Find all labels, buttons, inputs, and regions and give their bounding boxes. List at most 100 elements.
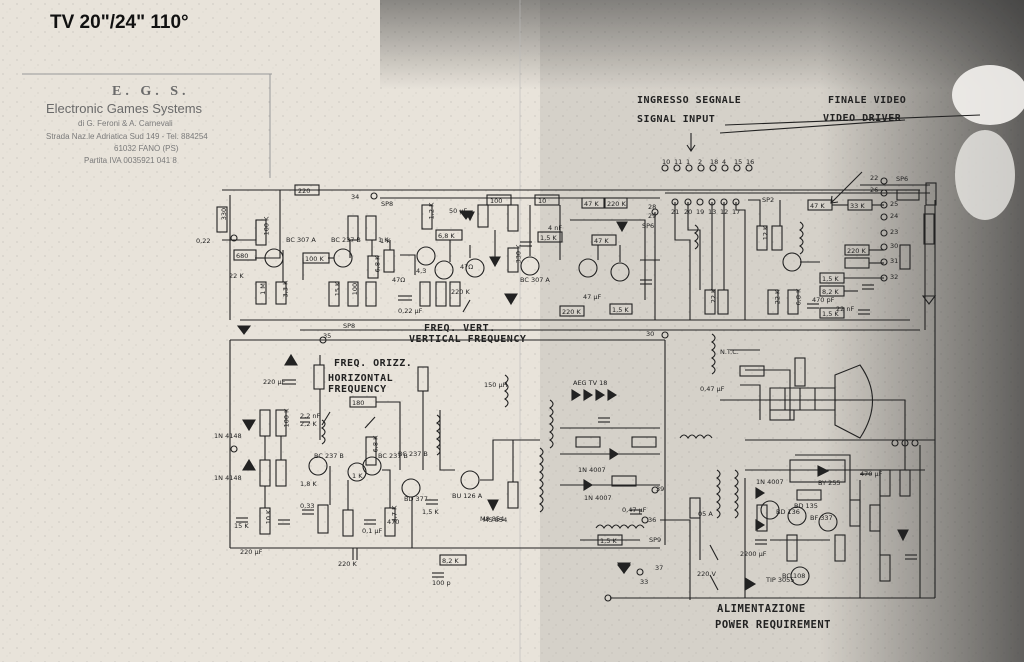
terminal-number: 30 [890,242,899,250]
capacitor-value: 100 p [432,579,451,587]
resistor-value: 47 K [584,200,599,208]
section-label: SP9 [649,536,662,544]
terminal-number: 18 [710,158,719,166]
resistor-value: 220 [298,187,311,195]
terminal-number: 34 [351,193,360,201]
part-label: 0,47 µF [700,385,725,393]
terminal-number: 19 [696,208,705,216]
terminal-number: 20 [684,208,693,216]
terminal-number: 29 [648,212,657,220]
horizontal-freq-en-1: HORIZONTAL [328,373,394,384]
wiring [222,190,925,598]
section-label: SP2 [762,196,775,204]
paper-highlight-2 [955,130,1015,220]
terminal-number: 22 [870,174,879,182]
capacitor-value: 1 K [380,237,391,245]
resistor-value: 47Ω [392,276,406,284]
company-full-name: Electronic Games Systems [46,101,203,116]
company-city: 61032 FANO (PS) [114,144,179,153]
horizontal-freq-en-2: FREQUENCY [328,384,387,395]
resistor-value: 1 M [258,283,267,295]
capacitor-value: 4 nF [548,224,563,232]
terminal-number: 2 [698,158,703,166]
company-address: Strada Naz.le Adriatica Sud 149 - Tel. 8… [46,132,208,141]
section-label: SP8 [381,200,394,208]
terminal-number: 36 [648,516,657,524]
resistor-value: 10 [538,197,547,205]
terminal-number: 11 [674,158,683,166]
annotation-arrows [321,114,981,429]
terminal-number: 39 [656,485,665,493]
horizontal-freq-it: FREQ. ORIZZ. [334,358,413,369]
capacitor-value: 0,33 [300,502,315,510]
circuit-drawing [216,114,981,602]
terminal-number: 24 [890,212,899,220]
part-label: AEG TV 18 [573,379,608,387]
video-driver-en: VIDEO DRIVER [823,113,902,124]
capacitor-value: 2,2 nF [300,412,321,420]
resistor-value: 1,5 K [822,310,839,318]
resistors-bottom [259,357,911,582]
part-label: N.T.C. [720,348,739,356]
video-driver-it: FINALE VIDEO [828,95,907,106]
paper-highlight [952,65,1024,125]
part-label: 1N 4007 [584,494,612,502]
transistor-type: BU 126 A [452,492,483,500]
resistor-value: 47 K [594,237,609,245]
component-value: 8,2 K [442,557,459,565]
resistor-value: 12 K [761,225,770,241]
terminal-number: 1 [686,158,691,166]
component-value: 100 K [282,408,291,428]
component-value: 1,5 K [600,537,617,545]
terminal-number: 35 [323,332,332,340]
signal-input-en: SIGNAL INPUT [637,114,716,125]
resistor-value: 6,8 K [794,288,803,306]
company-name: E. G. S. [112,84,190,99]
component-value: 15 K [234,522,249,530]
resistor-value: 330 [220,207,229,221]
terminal-number: 16 [746,158,755,166]
part-label: M8 854 [480,515,505,523]
terminal-number: 30 [646,330,655,338]
capacitor-value: 47 µF [583,293,602,301]
power-en: POWER REQUIREMENT [715,619,831,631]
section-label: SP8 [343,322,356,330]
resistor-value: 6,8 K [373,255,382,273]
part-label: 1N 4148 [214,474,242,482]
company-vat: Partita IVA 0035921 041 8 [84,156,177,165]
terminal-number: 10 [662,158,671,166]
terminal-number: 15 [734,158,743,166]
capacitor-value: 0,22 µF [398,307,423,315]
transistor-type: BC 237 B [314,452,344,460]
vertical-freq-en: VERTICAL FREQUENCY [409,334,527,345]
resistor-value: 1,5 K [822,275,839,283]
transistor-type: BC 237 B [378,452,408,460]
company-owners: di G. Feroni & A. Carnevali [78,119,173,128]
transistors [255,246,838,586]
resistor-value: 4,3 [416,267,427,275]
crt-tube [769,364,874,439]
resistor-value: 680 [236,252,249,260]
part-label: BY 255 [818,479,841,487]
resistor-value: 22 K [773,289,782,305]
link-2 [720,399,906,470]
ground-symbols [236,210,937,591]
resistor-value: 100 K [305,255,324,263]
resistor-value: 1,5 K [540,234,557,242]
terminal-number: 12 [720,208,729,216]
capacitor-value: 1,5 K [422,508,439,516]
capacitor-value: 22 K [229,272,244,280]
section-label: SP6 [642,222,655,230]
transistor-type: BD 135 [794,502,818,510]
resistor-value: 22 K [709,288,718,304]
terminal-number: 13 [708,208,717,216]
terminal-number: 37 [655,564,664,572]
transistor-type: BC 307 A [286,236,316,244]
capacitor-value: 220 µF [263,378,286,386]
terminal-number: 25 [890,200,899,208]
resistor-value: 220 K [562,308,581,316]
terminal-number: 31 [890,257,899,265]
resistor-value: 220 K [607,200,626,208]
terminal-number: 32 [890,273,899,281]
part-label: 1N 4148 [214,432,242,440]
